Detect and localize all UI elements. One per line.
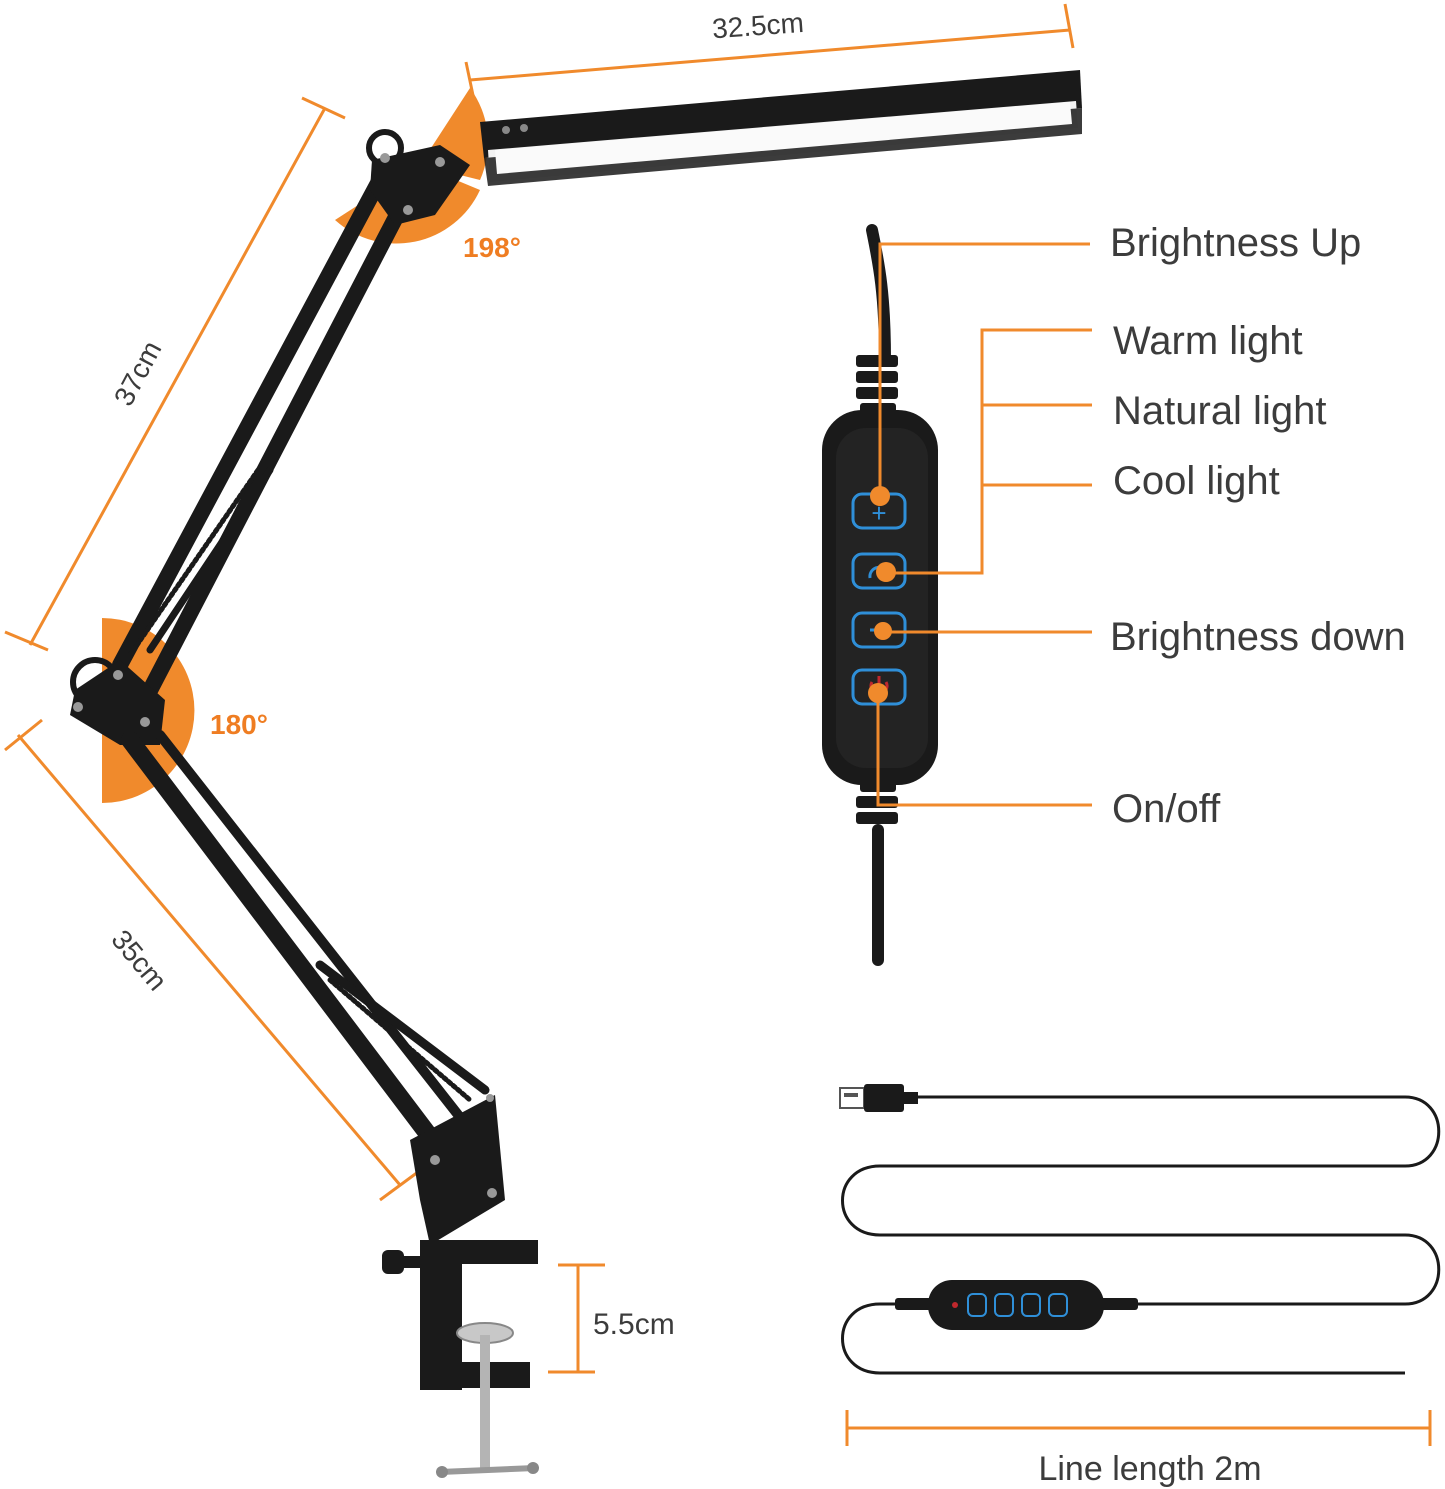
cable-length-label: Line length 2m xyxy=(1038,1450,1261,1488)
warm-light-label: Warm light xyxy=(1113,319,1303,363)
lower-arm-dimension xyxy=(4,718,419,1202)
clamp-opening-label: 5.5cm xyxy=(593,1308,675,1341)
natural-light-label: Natural light xyxy=(1113,389,1326,433)
base-clamp xyxy=(382,1094,539,1478)
head-dimension xyxy=(464,3,1075,101)
clamp-dimension xyxy=(548,1263,605,1374)
upper-arm xyxy=(112,162,418,708)
cable-length-dimension xyxy=(845,1410,1432,1446)
upper-arm-dimension xyxy=(4,96,346,652)
lamp-head xyxy=(480,70,1082,186)
usb-plug-icon xyxy=(839,1084,918,1112)
mini-controller xyxy=(895,1280,1138,1330)
brightness-up-label: Brightness Up xyxy=(1110,221,1361,265)
callout-dots xyxy=(868,486,896,703)
lower-arm-label: 35cm xyxy=(105,924,173,996)
lower-arm xyxy=(121,730,490,1159)
upper-arm-label: 37cm xyxy=(108,336,168,411)
elbow-angle-label: 180° xyxy=(210,709,268,740)
callout-lines xyxy=(876,242,1092,807)
on-off-label: On/off xyxy=(1112,787,1221,831)
head-joint xyxy=(366,129,470,225)
elbow-joint xyxy=(70,657,165,750)
head-angle-label: 198° xyxy=(463,232,521,263)
cable-loop xyxy=(841,1095,1441,1375)
head-length-label: 32.5cm xyxy=(711,7,805,44)
cool-light-label: Cool light xyxy=(1113,459,1280,503)
brightness-down-label: Brightness down xyxy=(1110,615,1406,659)
